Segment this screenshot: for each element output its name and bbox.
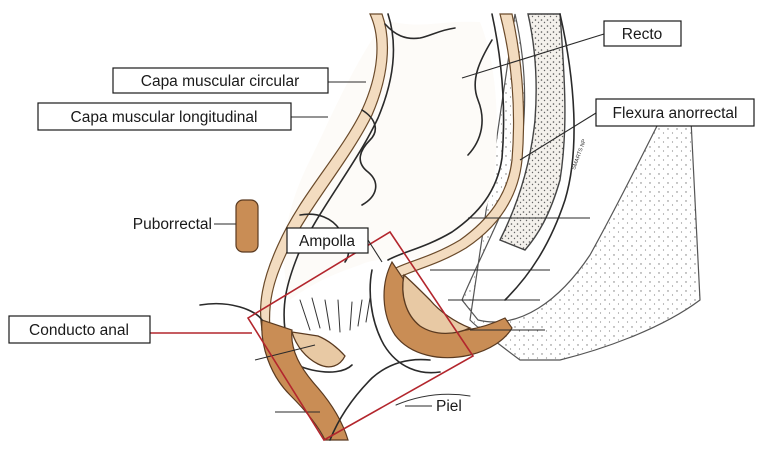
- label-flexura-text: Flexura anorrectal: [613, 105, 738, 122]
- label-conducto-anal-text: Conducto anal: [29, 322, 129, 339]
- label-ampolla-text: Ampolla: [299, 233, 355, 250]
- label-capa-longitudinal: Capa muscular longitudinal: [38, 103, 328, 130]
- label-capa-longitudinal-text: Capa muscular longitudinal: [71, 109, 258, 126]
- label-puborrectal: Puborrectal: [133, 216, 236, 233]
- label-conducto-anal: Conducto anal: [9, 316, 150, 343]
- puborrectal-muscle: [236, 200, 258, 252]
- anal-columns: [300, 298, 370, 332]
- label-capa-circular: Capa muscular circular: [113, 68, 366, 93]
- label-recto-text: Recto: [622, 26, 663, 43]
- perianal-skin: [200, 304, 262, 320]
- label-capa-circular-text: Capa muscular circular: [141, 73, 300, 90]
- label-piel: Piel: [405, 398, 462, 415]
- label-puborrectal-text: Puborrectal: [133, 216, 212, 233]
- anterior-sphincter-inner: [292, 332, 345, 367]
- label-piel-text: Piel: [436, 398, 462, 415]
- posterior-tissue: [462, 14, 700, 360]
